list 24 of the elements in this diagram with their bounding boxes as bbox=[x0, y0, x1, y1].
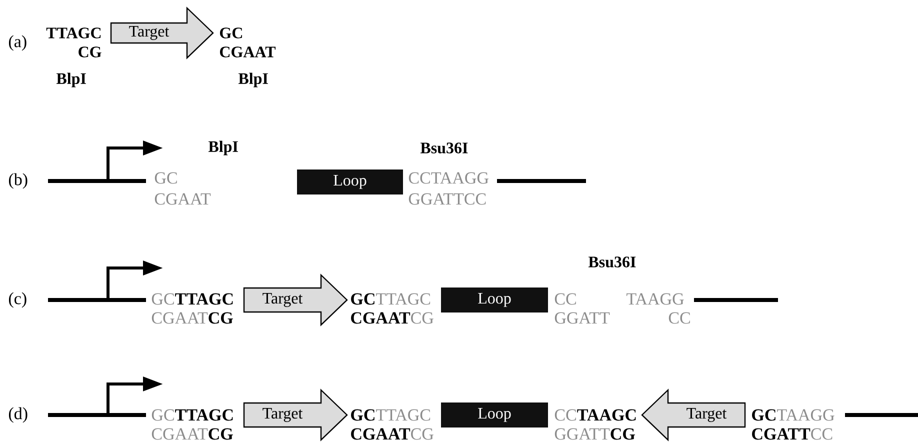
sequence-text: GC bbox=[154, 172, 177, 184]
sequence-text: GGATTCC bbox=[408, 193, 486, 205]
sequence-text: CC bbox=[668, 312, 690, 324]
enzyme-label: BlpI bbox=[208, 140, 238, 156]
sequence-text: CGAATCG bbox=[351, 312, 434, 324]
panel-letter: (d) bbox=[8, 407, 28, 423]
sequence-text: TAAGG bbox=[626, 293, 684, 305]
panel-letter: (b) bbox=[8, 173, 28, 189]
sequence-text: CGAATCG bbox=[351, 428, 434, 440]
sequence-text: CGAAT bbox=[154, 193, 211, 205]
enzyme-label: Bsu36I bbox=[588, 256, 636, 268]
enzyme-label: BlpI bbox=[56, 72, 86, 88]
sequence-text: GGATT bbox=[554, 312, 610, 324]
sequence-text: GCTTAGC bbox=[351, 409, 430, 421]
sequence-text: GCTTAGC bbox=[351, 293, 430, 305]
sequence-text: GGATTCG bbox=[554, 428, 635, 440]
loop-box: Loop bbox=[297, 170, 403, 194]
enzyme-label: Bsu36I bbox=[420, 142, 468, 154]
loop-box: Loop bbox=[441, 402, 548, 428]
panel-letter: (c) bbox=[8, 292, 26, 308]
panel-letter: (a) bbox=[8, 35, 26, 51]
enzyme-label: BlpI bbox=[238, 72, 268, 88]
sequence-text: CCTAAGC bbox=[554, 409, 636, 421]
loop-box: Loop bbox=[441, 288, 548, 312]
